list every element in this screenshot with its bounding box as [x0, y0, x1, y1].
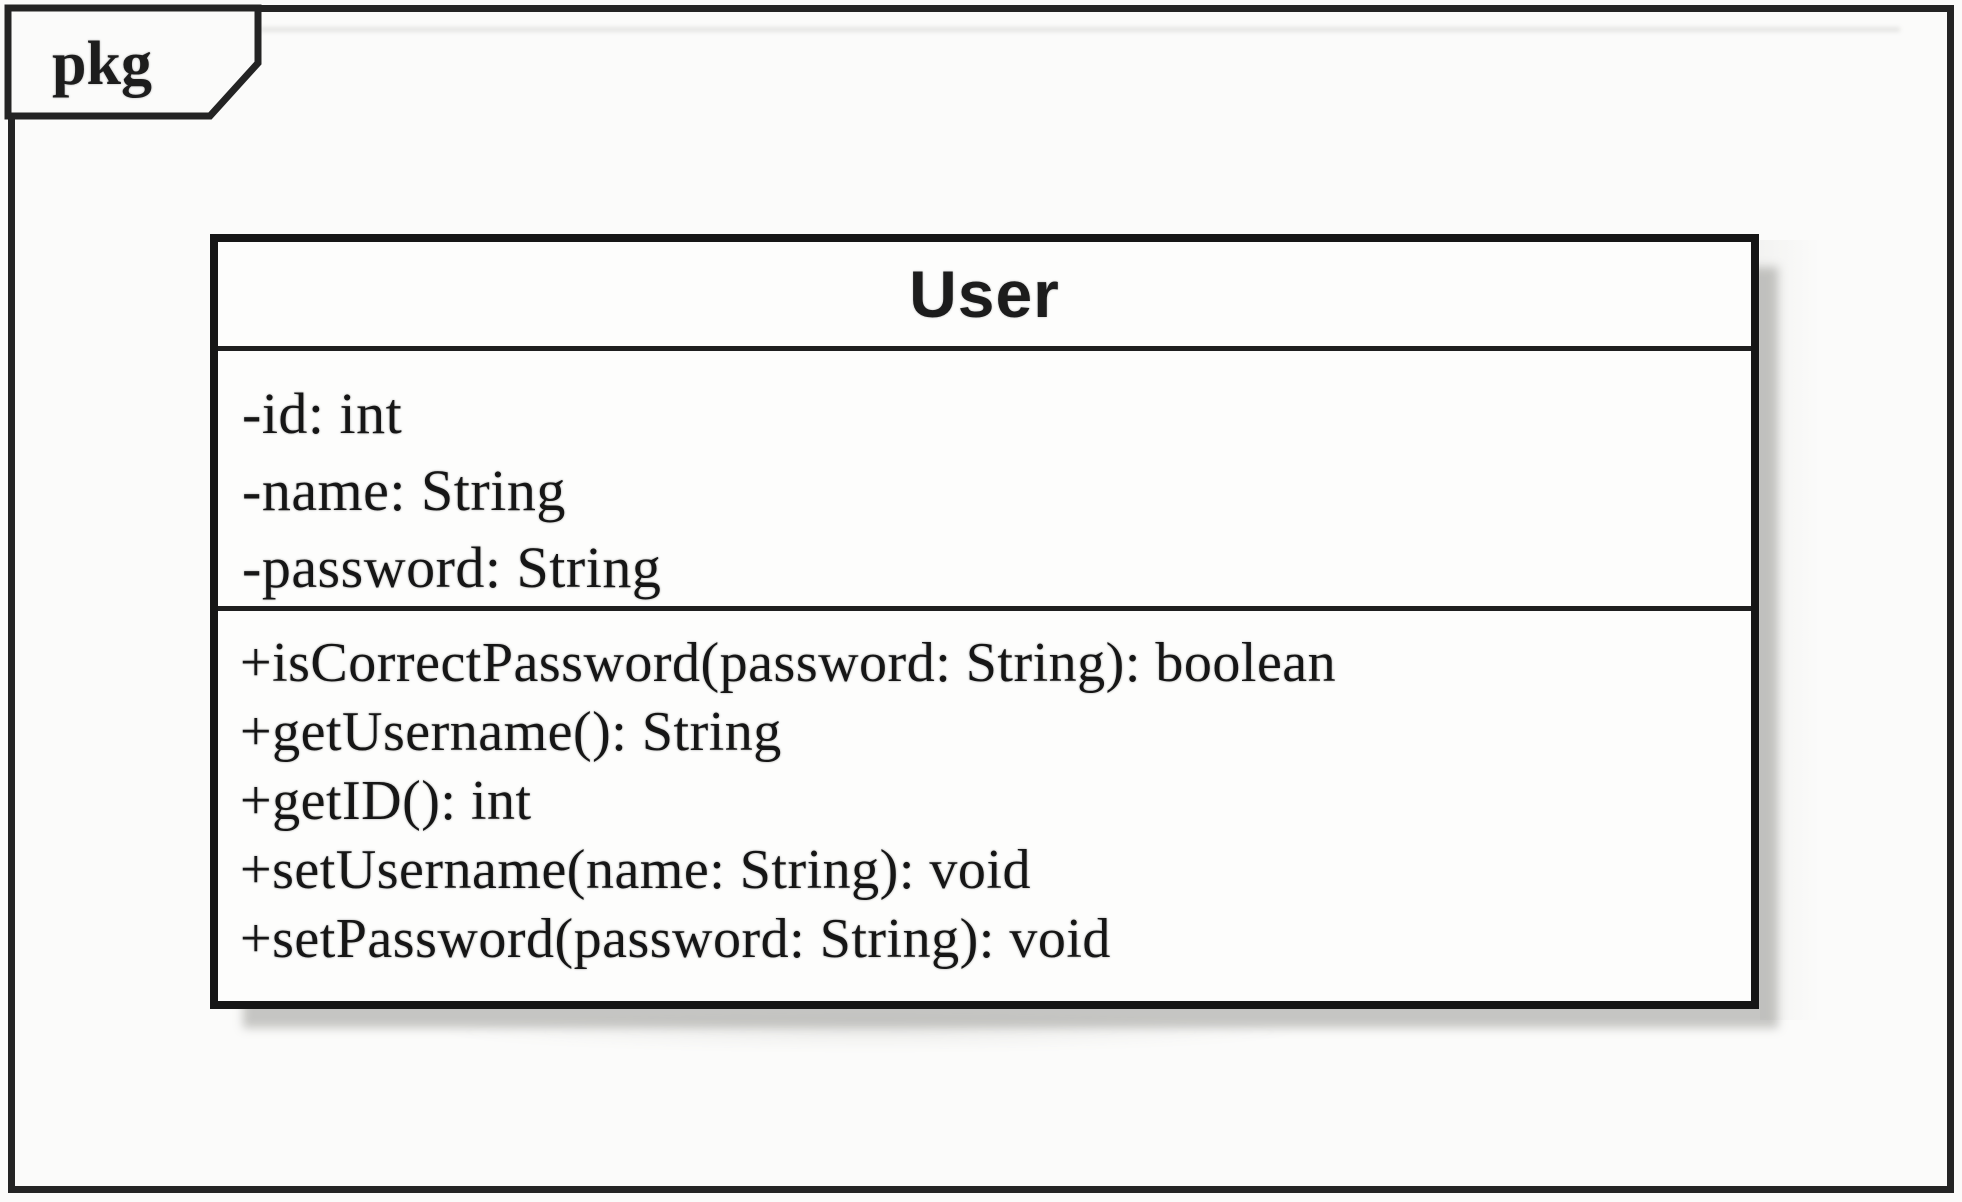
package-tab — [4, 4, 262, 120]
methods-compartment: +isCorrectPassword(password: String): bo… — [218, 611, 1751, 1001]
method-isCorrectPassword: +isCorrectPassword(password: String): bo… — [240, 632, 1337, 694]
method-getUsername: +getUsername(): String — [240, 701, 782, 763]
attributes-compartment: -id: int -name: String -password: String — [218, 351, 1751, 611]
attribute-password: -password: String — [242, 535, 662, 600]
attribute-name: -name: String — [242, 458, 566, 523]
scan-smudge-top — [260, 27, 1900, 32]
package-tab-label: pkg — [52, 30, 152, 98]
class-box-user: User -id: int -name: String -password: S… — [210, 234, 1759, 1009]
class-name: User — [218, 242, 1751, 351]
method-setPassword: +setPassword(password: String): void — [240, 908, 1111, 970]
package-frame-border — [8, 5, 1954, 1193]
method-getID: +getID(): int — [240, 770, 532, 832]
attribute-id: -id: int — [242, 381, 403, 446]
method-setUsername: +setUsername(name: String): void — [240, 839, 1031, 901]
